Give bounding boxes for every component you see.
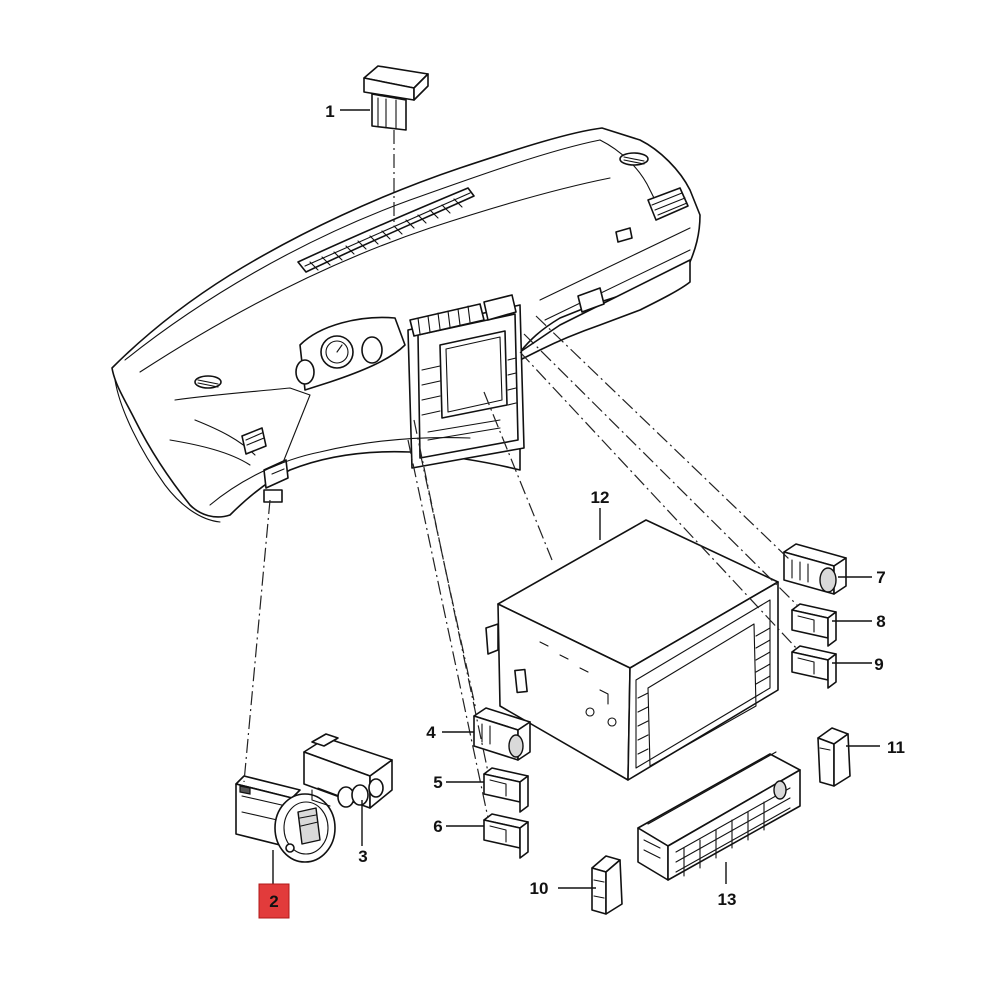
explode-lines bbox=[243, 130, 799, 819]
part-1-switch bbox=[363, 65, 429, 131]
defroster-hatch bbox=[304, 192, 471, 271]
part-11-blank-cover bbox=[817, 727, 851, 787]
callout-2: 2 bbox=[269, 892, 278, 911]
callout-6: 6 bbox=[433, 817, 442, 836]
callout-8: 8 bbox=[876, 612, 885, 631]
callout-10: 10 bbox=[530, 879, 549, 898]
callout-9: 9 bbox=[874, 655, 883, 674]
callout-7: 7 bbox=[876, 568, 885, 587]
part-12-radio-nav-unit bbox=[485, 519, 779, 781]
callout-12: 12 bbox=[591, 488, 610, 507]
part-9-switch bbox=[791, 645, 837, 689]
part-3-switch-block bbox=[303, 733, 393, 809]
callout-11: 11 bbox=[887, 738, 905, 757]
part-10-blank-cover bbox=[591, 855, 623, 915]
callout-3: 3 bbox=[358, 847, 367, 866]
part-4-switch bbox=[473, 707, 531, 761]
callout-4: 4 bbox=[426, 723, 436, 742]
part-6-switch bbox=[483, 813, 529, 859]
dashboard-assembly bbox=[111, 127, 701, 523]
part-13-climate-control bbox=[637, 751, 801, 881]
callout-13: 13 bbox=[718, 890, 737, 909]
part-7-switch bbox=[783, 543, 847, 595]
part-8-switch bbox=[791, 603, 837, 647]
part-2-light-switch bbox=[235, 775, 336, 863]
leader-lines bbox=[272, 109, 880, 889]
callout-1: 1 bbox=[325, 102, 334, 121]
callout-5: 5 bbox=[433, 773, 442, 792]
callout-labels: 1 2 3 4 5 6 7 8 9 10 11 12 13 bbox=[258, 102, 905, 919]
part-5-switch bbox=[483, 767, 529, 813]
highlight-box-2 bbox=[258, 883, 290, 919]
